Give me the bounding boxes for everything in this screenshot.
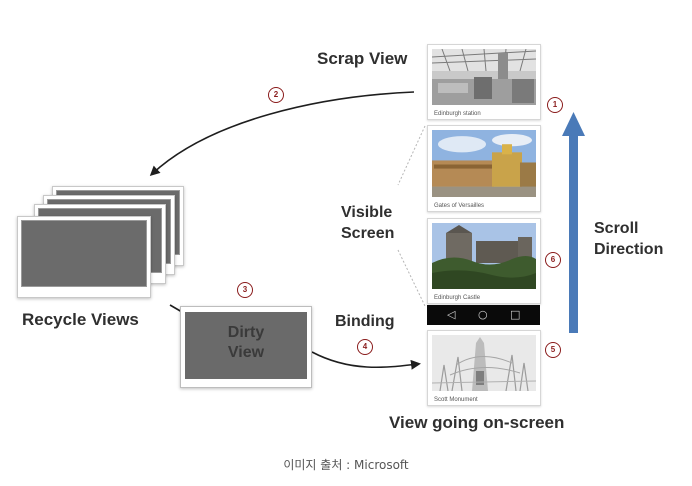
step-badge-2: 2 xyxy=(268,87,284,103)
card-edinburgh-station: Edinburgh station xyxy=(427,44,541,120)
scrap-view-label: Scrap View xyxy=(317,49,408,68)
dirty-view-line1: Dirty xyxy=(227,324,265,341)
step-badge-1: 1 xyxy=(547,97,563,113)
binding-label: Binding xyxy=(335,313,395,330)
step-badge-5: 5 xyxy=(545,342,561,358)
scott-monument-caption: Scott Monument xyxy=(434,397,478,403)
edinburgh-castle-image xyxy=(432,223,536,289)
dirty-to-onscreen-arrow xyxy=(311,351,421,370)
nav-home-icon: ○ xyxy=(478,308,488,321)
scott-monument-image xyxy=(432,335,536,391)
view-going-onscreen-label: View going on-screen xyxy=(389,413,565,432)
edinburgh-station-image xyxy=(432,49,536,105)
recycle-view-card-1 xyxy=(17,216,151,298)
scroll-arrow-shaft xyxy=(569,134,578,333)
dirty-view-card: Dirty View xyxy=(180,306,312,388)
step-badge-3: 3 xyxy=(237,282,253,298)
visible-screen-dotted-bottom xyxy=(397,249,426,307)
edinburgh-station-caption: Edinburgh station xyxy=(434,111,481,117)
visible-screen-label: Visible Screen xyxy=(341,202,394,244)
visible-screen-line2: Screen xyxy=(341,225,395,242)
step-badge-4: 4 xyxy=(357,339,373,355)
nav-recent-icon: □ xyxy=(510,308,521,321)
gates-of-versailles-image xyxy=(432,130,536,197)
scrap-to-recycle-arrow xyxy=(149,91,415,177)
visible-screen-dotted-top xyxy=(397,125,426,186)
edinburgh-castle-caption: Edinburgh Castle xyxy=(434,295,481,301)
source-caption: 이미지 출처 : Microsoft xyxy=(283,458,409,472)
recycle-views-label: Recycle Views xyxy=(22,310,139,329)
scroll-direction-label: Scroll Direction xyxy=(594,218,663,260)
card-gates-of-versailles: Gates of Versailles xyxy=(427,125,541,212)
card-edinburgh-castle: Edinburgh Castle xyxy=(427,218,541,304)
step-badge-6: 6 xyxy=(545,252,561,268)
nav-back-icon: ◁ xyxy=(447,308,456,321)
gates-of-versailles-caption: Gates of Versailles xyxy=(434,203,485,209)
card-scott-monument: Scott Monument xyxy=(427,330,541,406)
android-nav-bar: ◁ ○ □ xyxy=(427,305,540,325)
scroll-direction-line1: Scroll xyxy=(594,220,639,237)
dirty-view-line2: View xyxy=(227,344,265,361)
scroll-direction-line2: Direction xyxy=(594,241,664,258)
dirty-view-label: Dirty View xyxy=(181,323,311,363)
scroll-arrow-head xyxy=(562,112,585,136)
visible-screen-line1: Visible xyxy=(341,204,393,221)
